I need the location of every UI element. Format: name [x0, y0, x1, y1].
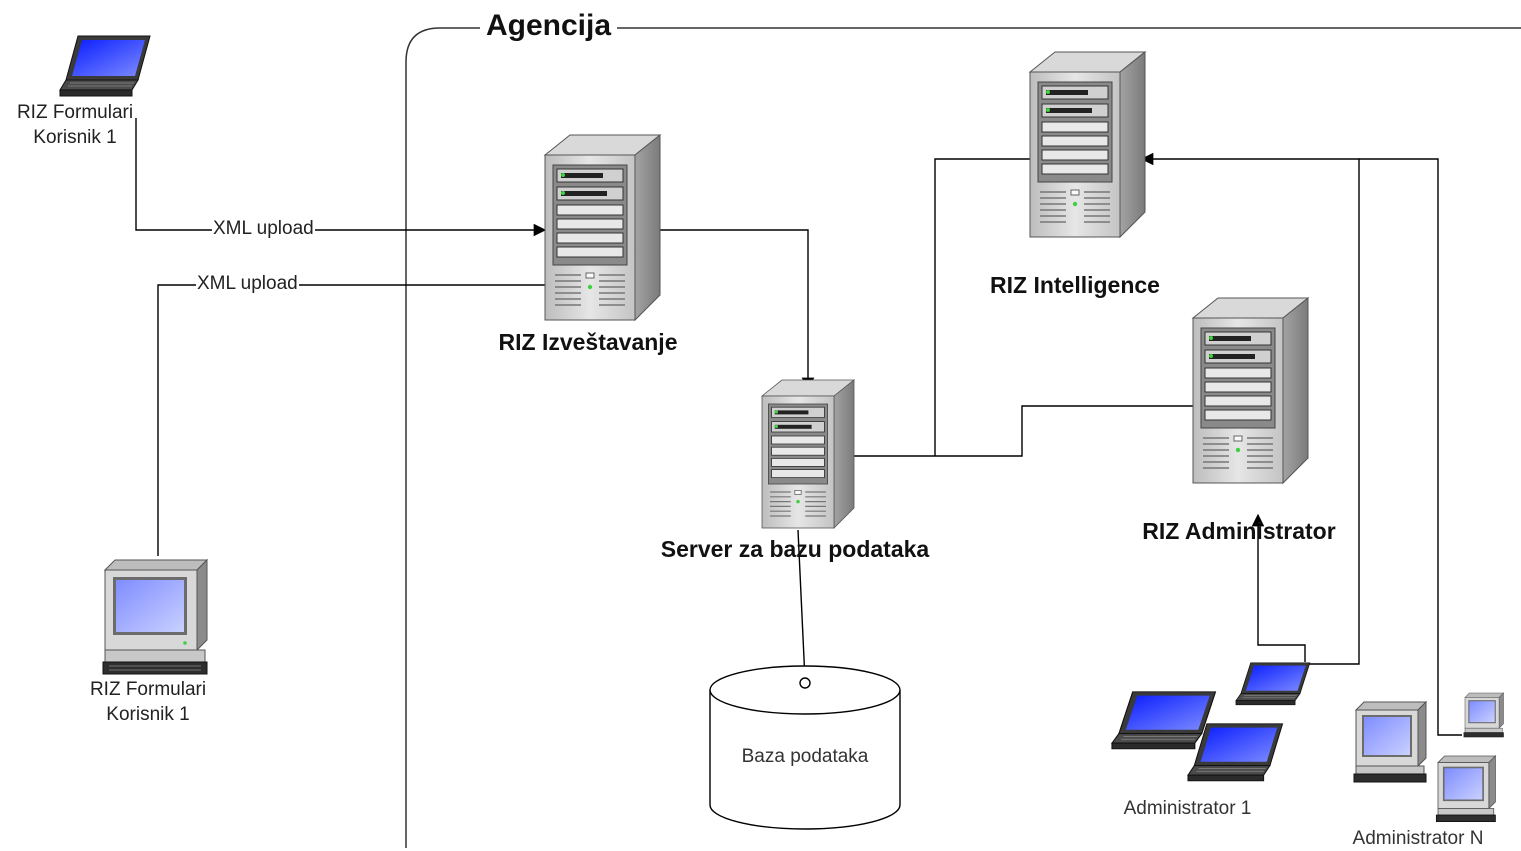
database-label: Baza podataka [741, 746, 869, 767]
desktop-user-label-line2: Korisnik 1 [106, 704, 190, 725]
desktop-user-label-line1: RIZ Formulari [89, 679, 207, 700]
edge-label-upload-1: XML upload [212, 218, 315, 240]
edge-label-upload-2: XML upload [196, 273, 299, 295]
admin-1-label: Administrator 1 [1123, 798, 1252, 819]
connector-administrator-db [840, 405, 1193, 463]
laptop-user-label: RIZ Formulari Korisnik 1 [10, 100, 140, 150]
izvestavanje-server-icon [544, 134, 661, 321]
laptop-user-icon [59, 35, 151, 97]
admin-n-workstations-icon [1353, 692, 1504, 823]
connector-admin-n-intelligence [1359, 158, 1462, 736]
connector-upload-1 [135, 118, 547, 237]
database-cylinder-icon [709, 665, 901, 830]
desktop-user-icon [102, 559, 208, 675]
agency-boundary [405, 27, 1521, 848]
laptop-user-label-line1: RIZ Formulari [16, 102, 134, 123]
connector-admin-administrator [1251, 513, 1306, 662]
connector-izvestavanje-db [648, 229, 815, 391]
connector-upload-2 [157, 278, 612, 556]
administrator-server-label: RIZ Administrator [1142, 518, 1336, 544]
db-server-label: Server za bazu podataka [660, 536, 930, 562]
laptop-user-label-line2: Korisnik 1 [33, 127, 117, 148]
connector-admins-intelligence [1140, 152, 1360, 665]
connector-intelligence-db [934, 158, 1030, 456]
admin-1-laptops-icon [1111, 662, 1311, 782]
connector-db-database [797, 529, 806, 681]
admin-n-label: Administrator N [1352, 828, 1484, 849]
desktop-user-label: RIZ Formulari Korisnik 1 [82, 677, 214, 727]
izvestavanje-label: RIZ Izveštavanje [498, 329, 678, 355]
intelligence-label: RIZ Intelligence [990, 272, 1160, 298]
intelligence-server-icon [1029, 51, 1146, 238]
administrator-server-icon [1192, 297, 1309, 484]
boundary-title: Agencija [480, 8, 618, 44]
db-server-icon [761, 379, 855, 529]
